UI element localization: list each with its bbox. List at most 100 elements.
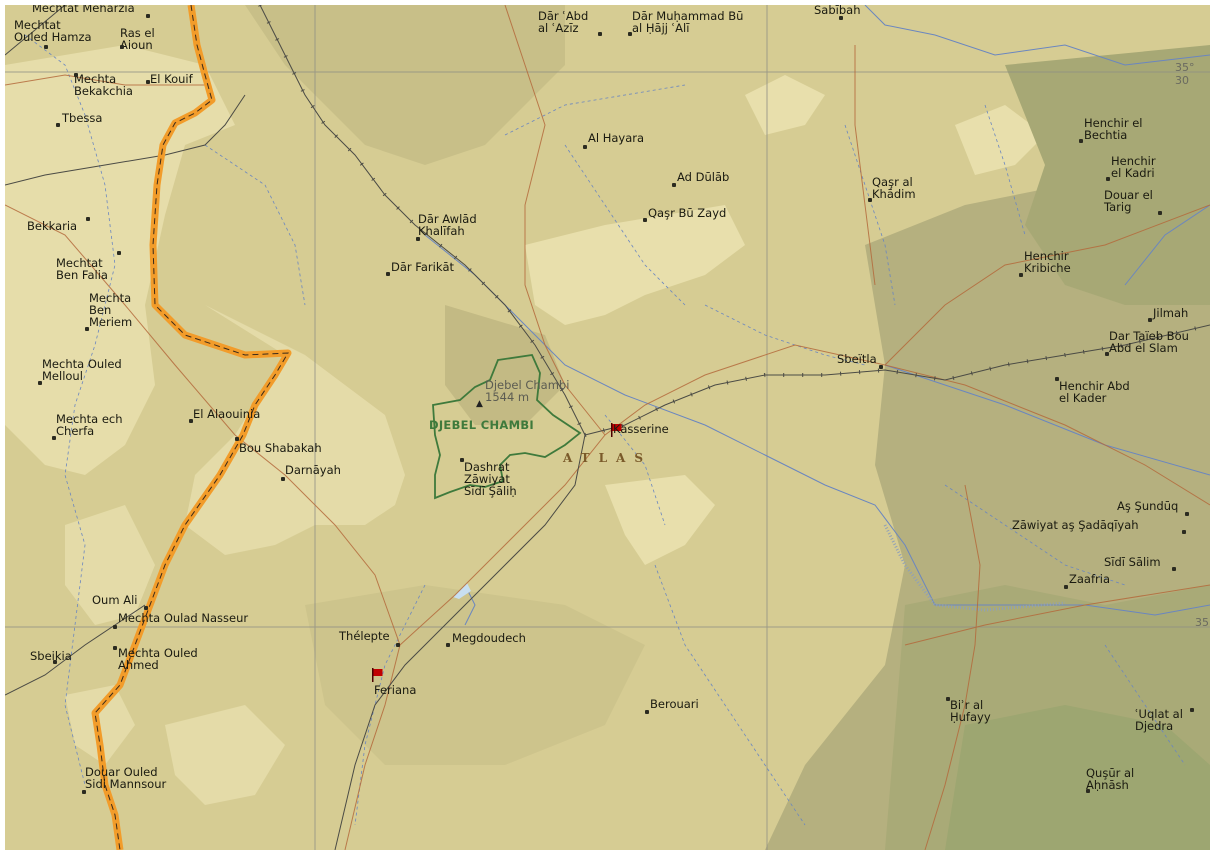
map-canvas[interactable]: 35° 30 35 ATLAS DJEBEL CHAMBI ▲ Djebel C…	[5, 5, 1210, 850]
place-label[interactable]: Mechta Oulad Nasseur	[118, 611, 249, 625]
place-label[interactable]: Berouari	[650, 697, 699, 711]
settlement-dot	[117, 251, 121, 255]
place-label[interactable]: Bou Shabakah	[239, 441, 322, 455]
settlement-dot	[281, 477, 285, 481]
place-label[interactable]: Qaşr al Khādim	[872, 175, 916, 201]
capital-flag-icon	[611, 423, 622, 437]
region-label-atlas: ATLAS	[563, 451, 652, 465]
settlement-dot	[1172, 567, 1176, 571]
settlement-dot	[56, 123, 60, 127]
settlement-dot	[82, 790, 86, 794]
place-label[interactable]: Mechtat Meharzia	[32, 5, 135, 15]
settlement-dot	[583, 145, 587, 149]
settlement-dot	[144, 606, 148, 610]
place-label[interactable]: Quşūr al Aḥnāsh	[1086, 766, 1135, 792]
place-label[interactable]: Mechtat Ouled Hamza	[14, 18, 92, 44]
settlement-dot	[1086, 789, 1090, 793]
settlement-dot	[1055, 377, 1059, 381]
place-label[interactable]: Kasserine	[613, 422, 669, 436]
place-label[interactable]: Henchir Kribiche	[1024, 249, 1071, 275]
place-label[interactable]: Oum Ali	[92, 593, 138, 607]
settlement-dot	[1105, 352, 1109, 356]
settlement-dot	[52, 436, 56, 440]
place-label[interactable]: Mechta Ouled Ahmed	[118, 646, 198, 672]
place-label[interactable]: Aş Şundūq	[1117, 499, 1179, 513]
place-label[interactable]: Tbessa	[62, 111, 103, 125]
place-label[interactable]: Feriana	[374, 683, 417, 697]
settlement-dot	[146, 14, 150, 18]
place-label[interactable]: Dār Awlād Khalīfah	[418, 212, 477, 238]
latitude-label-bottom: 35	[1195, 616, 1209, 629]
place-label[interactable]: Mechta Ouled Melloul	[42, 357, 122, 383]
settlement-dot	[628, 32, 632, 36]
settlement-dot	[598, 32, 602, 36]
place-label[interactable]: Zāwiyat aş Şadāqīyah	[1012, 518, 1139, 532]
place-label[interactable]: Dār Farikāt	[391, 260, 455, 274]
place-label[interactable]: Henchir Abd el Kader	[1059, 379, 1130, 405]
place-label[interactable]: Ad Dūlāb	[677, 170, 730, 184]
settlement-dot	[1185, 512, 1189, 516]
place-label[interactable]: Ras el Aioun	[120, 26, 155, 52]
place-label[interactable]: Zaafria	[1069, 572, 1110, 586]
settlement-dot	[460, 458, 464, 462]
peak-elevation: 1544 m	[485, 390, 530, 404]
latitude-label-top: 35° 30	[1175, 61, 1195, 87]
place-label[interactable]: Dar Taïeb Bou Abd el Slam	[1109, 329, 1189, 355]
settlement-dot	[74, 73, 78, 77]
place-label[interactable]: Dār Muḥammad Bū al Ḥājj ʿAlī	[632, 9, 744, 35]
settlement-dot	[416, 237, 420, 241]
settlement-dot	[113, 625, 117, 629]
peak-name: Djebel Chambi	[485, 378, 570, 392]
settlement-dot	[1079, 139, 1083, 143]
place-label[interactable]: Dār ʿAbd al ʿAzīz	[538, 9, 589, 35]
place-label[interactable]: Bekkaria	[27, 219, 78, 233]
place-label[interactable]: Qaşr Bū Zayd	[648, 206, 727, 220]
place-label[interactable]: Darnāyah	[285, 463, 341, 477]
park-label: DJEBEL CHAMBI	[429, 418, 534, 432]
place-label[interactable]: Thélepte	[339, 629, 390, 643]
place-label[interactable]: Mechtat Ben Falia	[56, 256, 108, 282]
settlement-dot	[1182, 530, 1186, 534]
peak-triangle-icon: ▲	[476, 399, 483, 409]
settlement-dot	[1064, 585, 1068, 589]
settlement-dot	[396, 643, 400, 647]
place-label[interactable]: El Kouif	[150, 72, 193, 86]
place-label[interactable]: Sbeïtla	[837, 352, 877, 366]
settlement-dot	[86, 217, 90, 221]
place-label[interactable]: Jilmah	[1153, 306, 1189, 320]
settlement-dot	[1148, 318, 1152, 322]
place-label[interactable]: Douar el Tarig	[1104, 188, 1153, 214]
settlement-dot	[189, 419, 193, 423]
settlement-dot	[1019, 273, 1023, 277]
place-label[interactable]: Mechta ech Cherfa	[56, 412, 123, 438]
settlement-dot	[235, 437, 239, 441]
settlement-dot	[645, 710, 649, 714]
place-label[interactable]: Henchir el Bechtia	[1084, 116, 1143, 142]
settlement-dot	[1158, 211, 1162, 215]
capital-flag-icon	[372, 668, 383, 682]
settlement-dot	[946, 697, 950, 701]
settlement-dot	[85, 327, 89, 331]
place-label[interactable]: Henchir el Kadri	[1111, 154, 1156, 180]
settlement-dot	[1106, 177, 1110, 181]
settlement-dot	[839, 16, 843, 20]
place-label[interactable]: Mechta Bekakchia	[74, 72, 133, 98]
place-label[interactable]: Sabībah	[814, 5, 861, 17]
place-label[interactable]: Sīdī Sālim	[1104, 555, 1161, 569]
settlement-dot	[446, 643, 450, 647]
terrain-layer	[5, 5, 1210, 850]
settlement-dot	[643, 218, 647, 222]
place-label[interactable]: Dashrat Zāwiyat Sīdī Şāliḥ	[464, 460, 517, 498]
settlement-dot	[113, 646, 117, 650]
place-label[interactable]: Al Hayara	[588, 131, 645, 145]
settlement-dot	[146, 80, 150, 84]
place-label[interactable]: ʿUqlat al Djedra	[1135, 707, 1183, 733]
place-label[interactable]: El Alaouinia	[193, 407, 261, 421]
place-label[interactable]: Douar Ouled Sidi Mannsour	[85, 765, 167, 791]
place-label[interactable]: Sbeikia	[30, 649, 72, 663]
place-label[interactable]: Megdoudech	[452, 631, 526, 645]
settlement-dot	[38, 381, 42, 385]
place-label[interactable]: Biʾr al Ḥufayy	[950, 698, 991, 724]
place-label[interactable]: Mechta Ben Meriem	[89, 291, 133, 329]
settlement-dot	[53, 660, 57, 664]
